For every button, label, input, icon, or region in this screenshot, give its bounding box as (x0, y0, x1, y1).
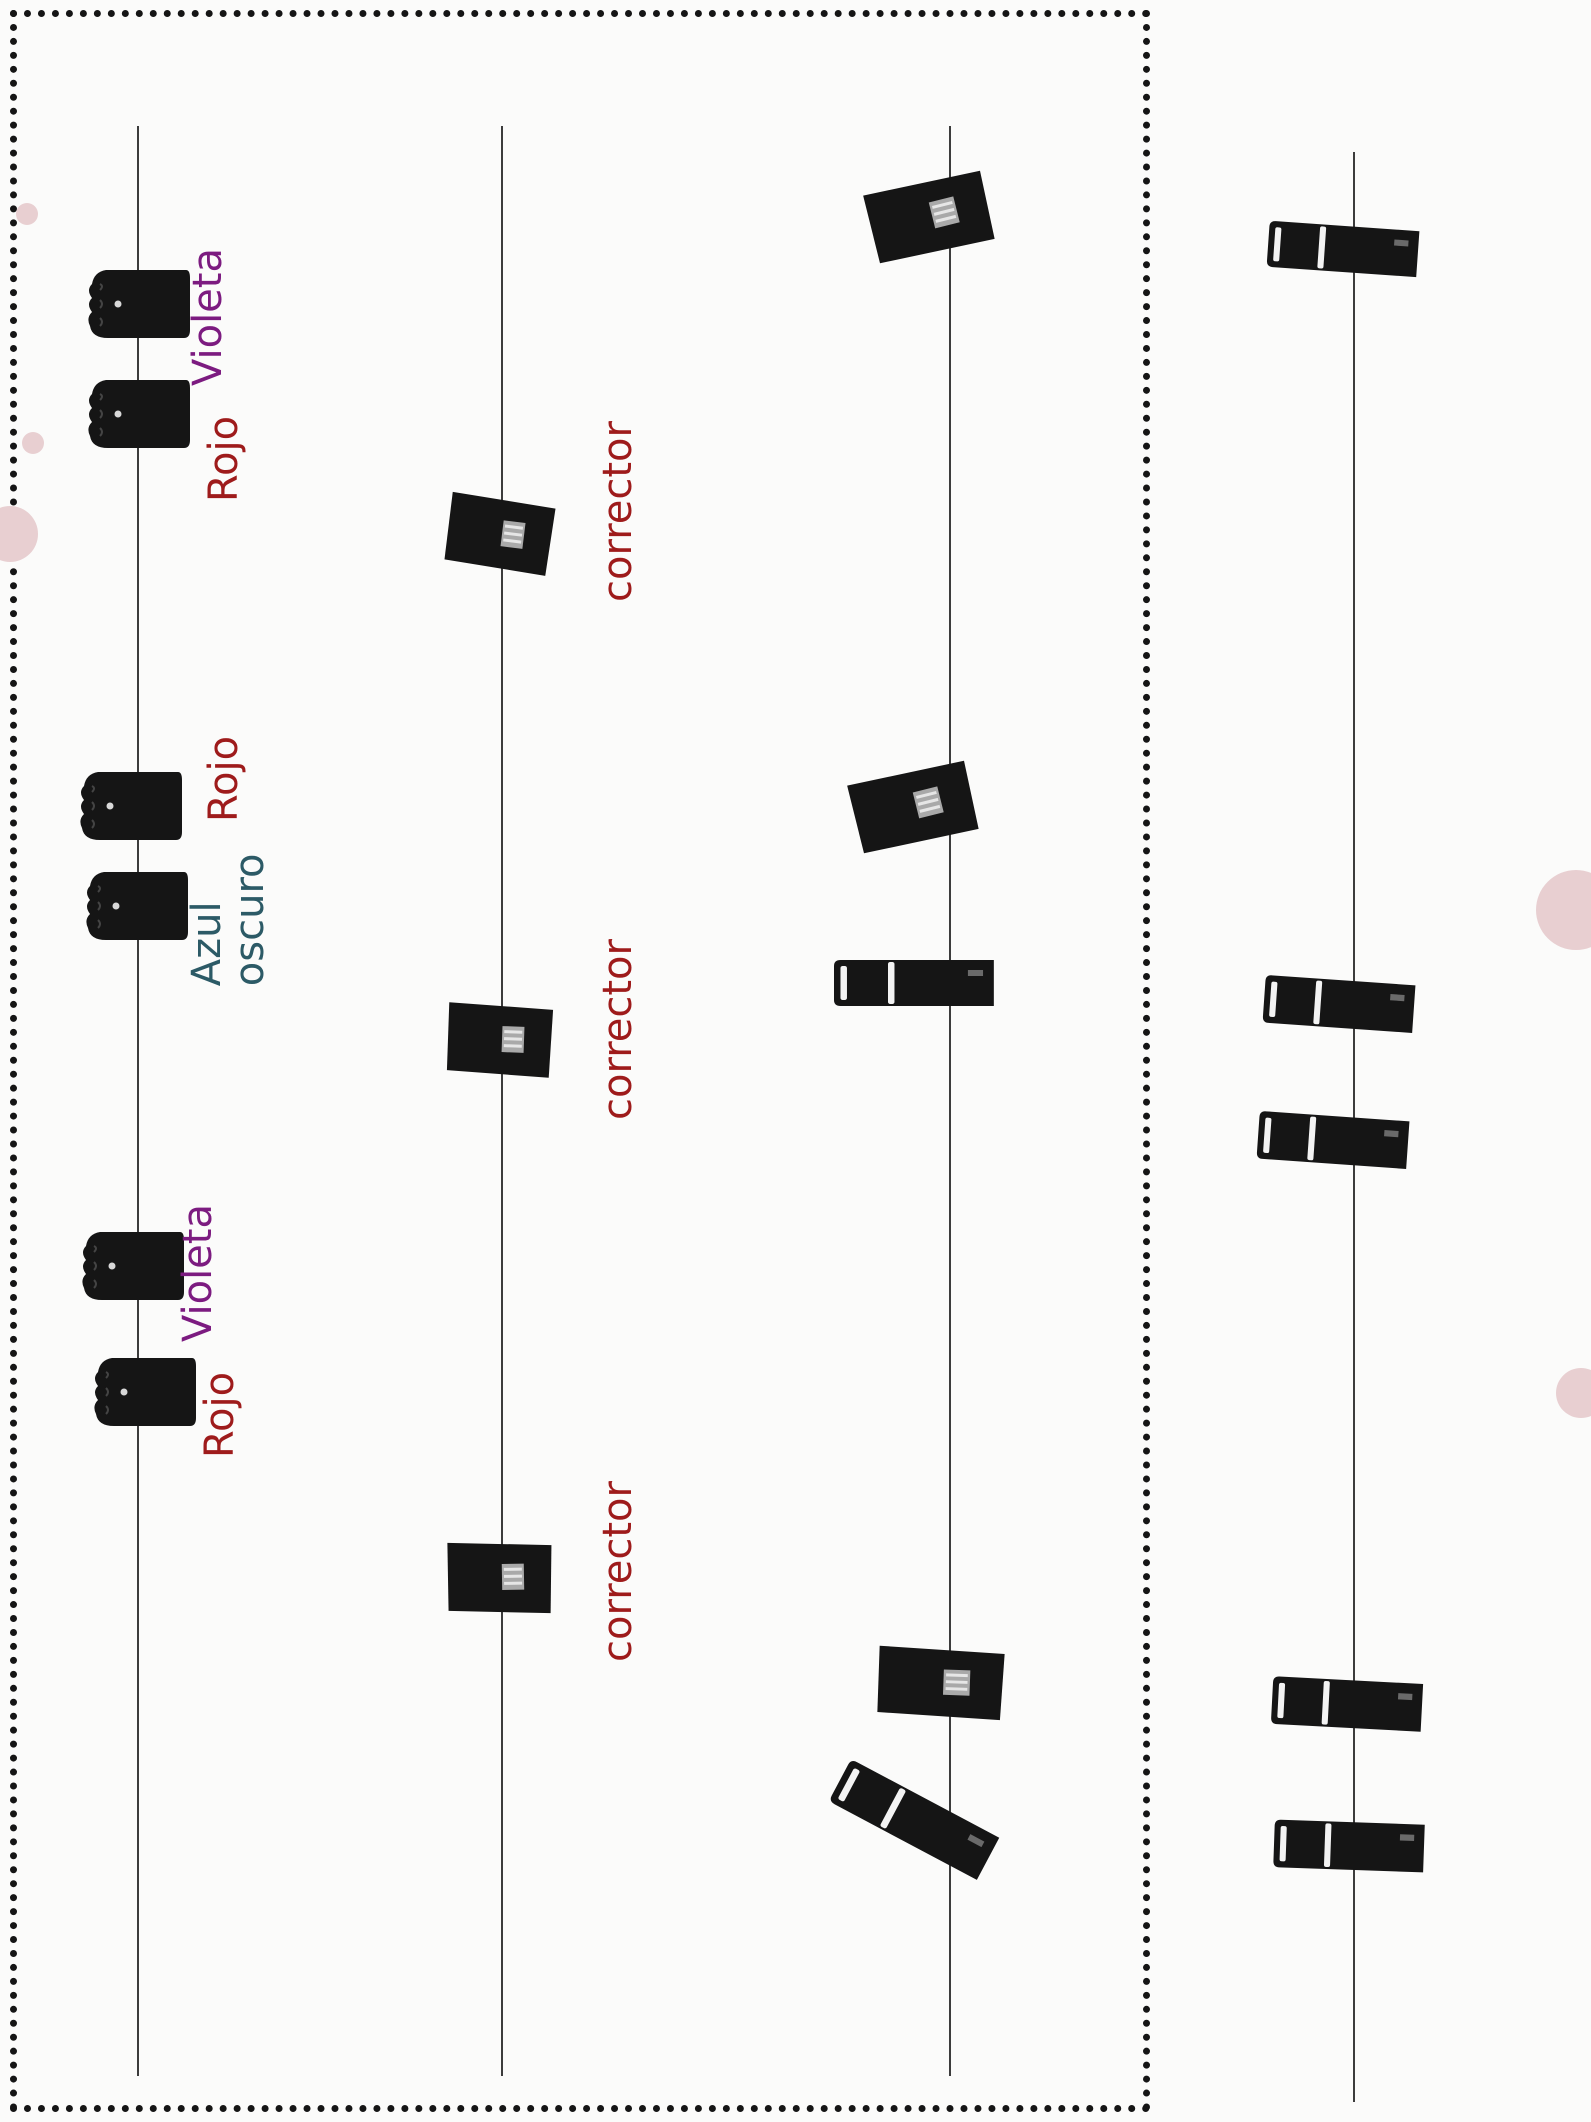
decorative-dot (22, 432, 44, 454)
pencil-sharpener-icon[interactable] (445, 1537, 554, 1619)
label-corrector: corrector (598, 960, 638, 1120)
pencil-sharpener-icon[interactable] (875, 1642, 1008, 1724)
eraser-icon[interactable] (1266, 217, 1421, 281)
eraser-icon[interactable] (1256, 1107, 1412, 1173)
marker-cap-icon[interactable] (86, 378, 190, 450)
eraser-icon[interactable] (834, 956, 996, 1010)
decorative-dot (1556, 1368, 1591, 1418)
label-azul: Azul (186, 876, 229, 986)
marker-cap-icon[interactable] (78, 770, 182, 842)
label-rojo: Rojo (204, 422, 244, 502)
eraser-icon[interactable] (1271, 1672, 1426, 1736)
label-violeta: Violeta (188, 266, 228, 386)
eraser-icon[interactable] (1262, 971, 1418, 1037)
label-rojo: Rojo (200, 1378, 240, 1458)
eraser-icon[interactable] (1273, 1815, 1427, 1876)
marker-cap-icon[interactable] (92, 1356, 196, 1428)
pencil-sharpener-icon[interactable] (445, 998, 556, 1082)
label-corrector: corrector (598, 1502, 638, 1662)
label-azul-oscuro: Azul oscuro (186, 876, 272, 986)
marker-cap-icon[interactable] (84, 870, 188, 942)
label-oscuro: oscuro (229, 876, 272, 986)
decorative-dot (16, 203, 38, 225)
marker-cap-icon[interactable] (86, 268, 190, 340)
marker-cap-icon[interactable] (80, 1230, 184, 1302)
label-rojo: Rojo (204, 742, 244, 822)
string-line-3 (949, 126, 951, 2076)
label-violeta: Violeta (178, 1222, 218, 1342)
pencil-sharpener-icon[interactable] (442, 488, 559, 581)
label-corrector: corrector (598, 442, 638, 602)
string-line-2 (501, 126, 503, 2076)
decorative-dot (1536, 870, 1591, 950)
